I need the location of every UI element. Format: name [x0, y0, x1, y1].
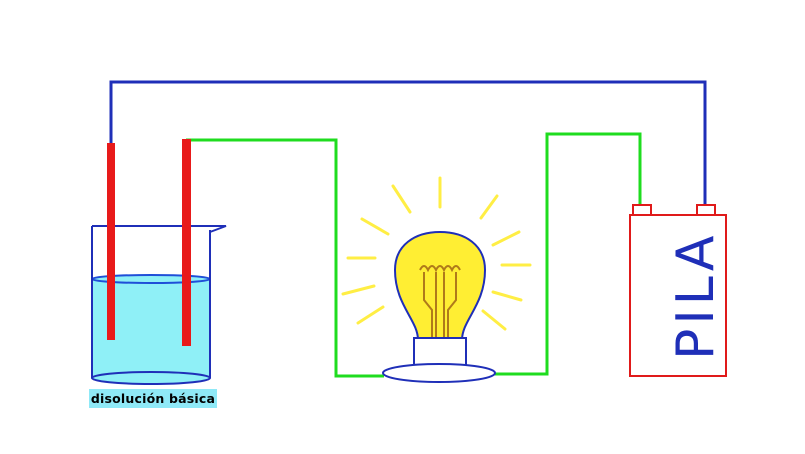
beaker-outline — [91, 225, 227, 378]
battery: PILA — [629, 204, 727, 377]
beaker-bottom — [91, 371, 211, 385]
green-wire-right — [494, 132, 642, 376]
light-rays — [341, 176, 532, 331]
light-bulb — [382, 230, 496, 383]
bulb-socket — [382, 363, 496, 383]
electrode-left — [107, 143, 115, 340]
battery-body — [629, 214, 727, 377]
bulb-glass — [393, 230, 487, 341]
battery-label: PILA — [666, 232, 726, 360]
bulb-base — [413, 337, 467, 367]
green-wire-left — [186, 138, 384, 378]
electrode-right — [182, 139, 191, 346]
solution-label: disolución básica — [89, 389, 217, 408]
blue-wire — [109, 80, 707, 207]
bulb-filament — [419, 265, 461, 338]
